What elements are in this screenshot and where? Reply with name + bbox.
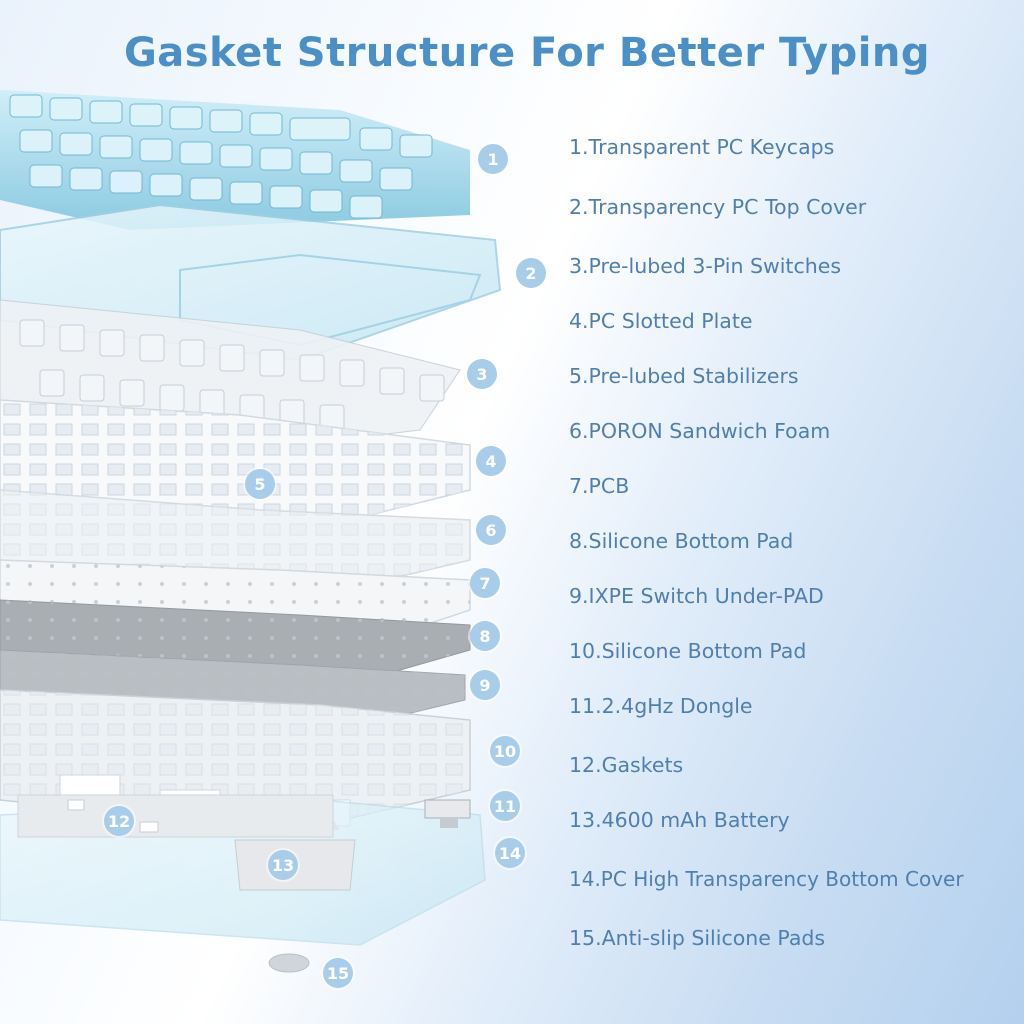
exploded-keyboard-diagram <box>0 90 502 973</box>
dongle <box>424 799 471 828</box>
callout-6: 6 <box>476 515 506 545</box>
legend-item-10: 10.Silicone Bottom Pad <box>569 639 807 663</box>
legend-item-13: 13.4600 mAh Battery <box>569 808 790 832</box>
legend-item-11: 11.2.4gHz Dongle <box>569 694 753 718</box>
battery-and-gaskets <box>17 794 356 891</box>
legend-item-12: 12.Gaskets <box>569 753 684 777</box>
callout-13: 13 <box>268 850 298 880</box>
callout-14: 14 <box>495 838 525 868</box>
callout-15: 15 <box>323 958 353 988</box>
page-title: Gasket Structure For Better Typing <box>123 30 931 76</box>
callout-10: 10 <box>490 736 520 766</box>
legend-item-6: 6.PORON Sandwich Foam <box>569 419 831 443</box>
callout-2: 2 <box>516 258 546 288</box>
callout-3: 3 <box>467 359 497 389</box>
callout-4: 4 <box>476 446 506 476</box>
legend-item-9: 9.IXPE Switch Under-PAD <box>569 584 824 608</box>
legend-item-5: 5.Pre-lubed Stabilizers <box>569 364 799 388</box>
legend-item-1: 1.Transparent PC Keycaps <box>569 135 835 159</box>
keycaps-layer <box>0 90 470 230</box>
callout-7: 7 <box>470 568 500 598</box>
legend-item-15: 15.Anti-slip Silicone Pads <box>569 926 826 950</box>
component-legend: 1.Transparent PC Keycaps 2.Transparency … <box>569 0 1019 1024</box>
anti-slip-pad <box>268 953 310 973</box>
callout-11: 11 <box>490 791 520 821</box>
callout-8: 8 <box>470 621 500 651</box>
legend-item-8: 8.Silicone Bottom Pad <box>569 529 794 553</box>
callout-5: 5 <box>245 469 275 499</box>
legend-item-3: 3.Pre-lubed 3-Pin Switches <box>569 254 842 278</box>
callout-9: 9 <box>470 670 500 700</box>
legend-item-2: 2.Transparency PC Top Cover <box>569 195 867 219</box>
callout-12: 12 <box>104 806 134 836</box>
legend-item-14: 14.PC High Transparency Bottom Cover <box>569 867 964 891</box>
callout-1: 1 <box>478 144 508 174</box>
legend-item-4: 4.PC Slotted Plate <box>569 309 753 333</box>
legend-item-7: 7.PCB <box>569 474 630 498</box>
